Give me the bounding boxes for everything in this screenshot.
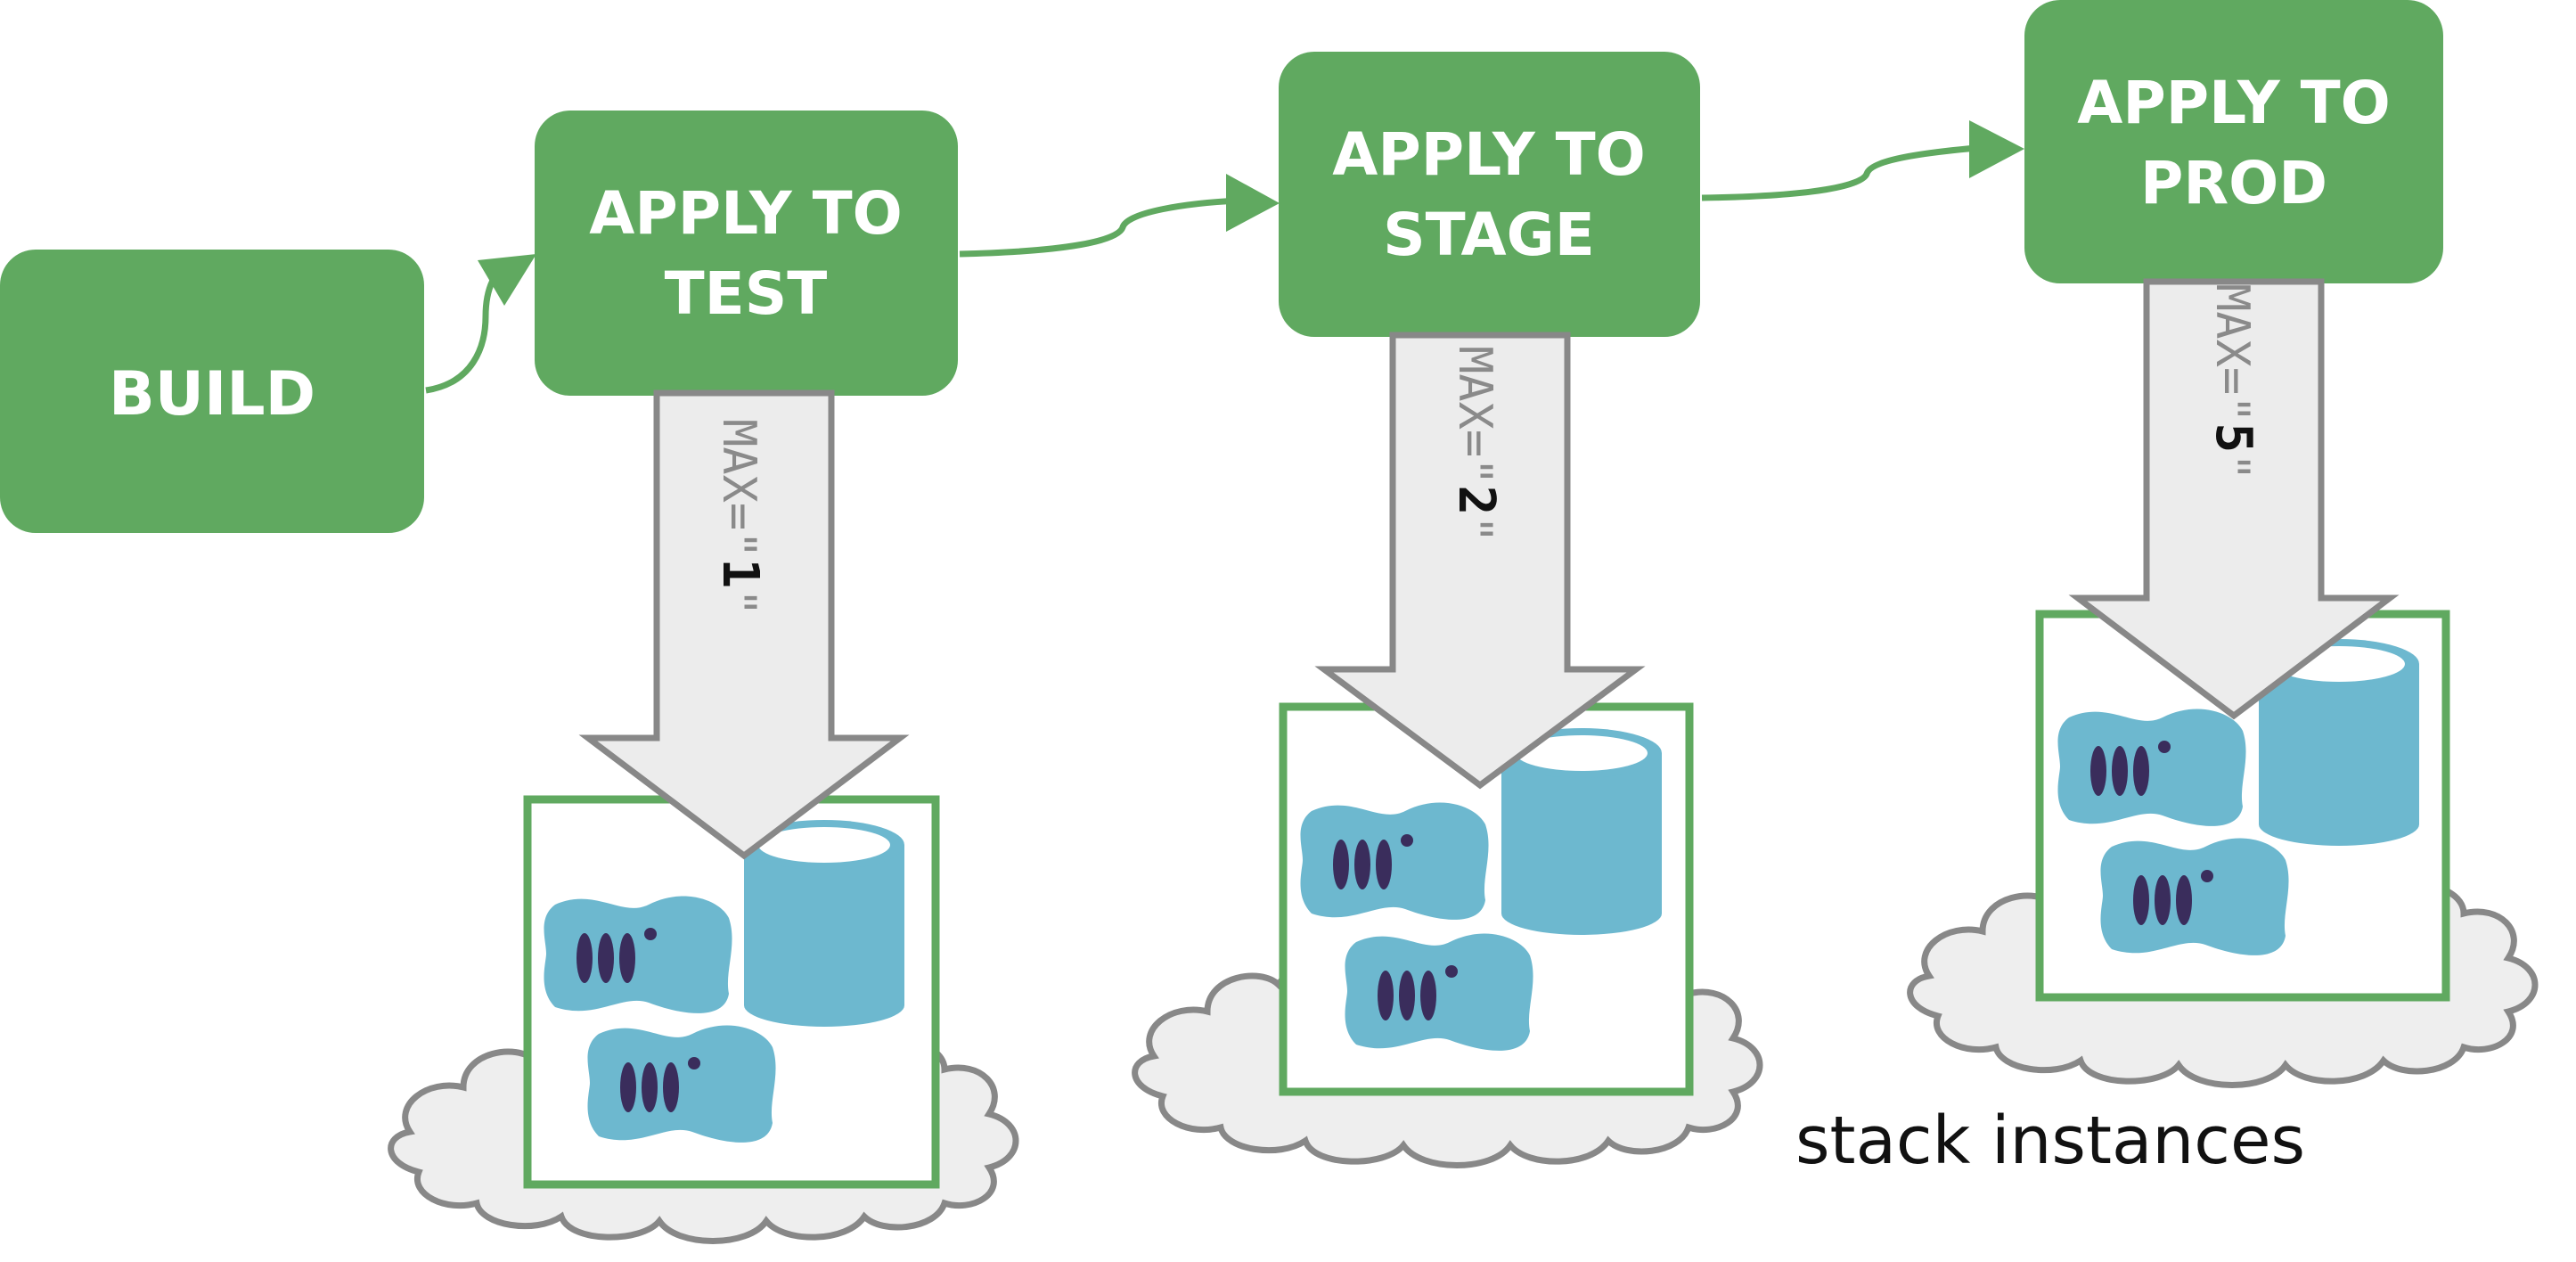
environment-prod: MAX="5" bbox=[1910, 278, 2535, 1086]
limit-value: 1 bbox=[711, 559, 769, 589]
environment-test: MAX="1" bbox=[391, 389, 1016, 1242]
limit-arrow-test bbox=[578, 389, 910, 860]
stage-box-stage: APPLY TO STAGE bbox=[1279, 52, 1700, 337]
limit-prefix: MAX=" bbox=[2205, 283, 2259, 423]
stage-box-test: APPLY TO TEST bbox=[535, 111, 958, 396]
server-icon bbox=[1345, 933, 1533, 1051]
limit-label-test: MAX="1" bbox=[711, 419, 769, 617]
stage-label-stage-line1: APPLY TO bbox=[1332, 120, 1646, 189]
stage-label-test-line1: APPLY TO bbox=[589, 179, 903, 248]
limit-suffix: " bbox=[2205, 453, 2259, 480]
stage-box-build: BUILD bbox=[0, 250, 424, 533]
server-icon bbox=[2057, 709, 2246, 826]
stage-label-stage-line2: STAGE bbox=[1383, 201, 1595, 269]
flow-arrow-build-to-test bbox=[425, 254, 536, 394]
limit-value: 5 bbox=[2204, 423, 2262, 454]
limit-prefix: MAX=" bbox=[1448, 346, 1501, 486]
environment-stage: MAX="2" bbox=[1135, 332, 1760, 1166]
flow-arrow-stage-to-prod bbox=[1701, 120, 2024, 201]
server-icon bbox=[1300, 802, 1489, 920]
stage-label-test-line2: TEST bbox=[665, 259, 828, 328]
caption-stack-instances: stack instances bbox=[1795, 1102, 2305, 1179]
limit-prefix: MAX=" bbox=[712, 419, 765, 559]
stage-box-prod: APPLY TO PROD bbox=[2024, 0, 2443, 283]
flow-arrow-test-to-stage bbox=[959, 174, 1280, 258]
limit-arrow-prod bbox=[2068, 278, 2400, 720]
limit-arrow-stage bbox=[1314, 332, 1646, 790]
server-icon bbox=[544, 896, 732, 1013]
server-icon bbox=[587, 1025, 776, 1143]
limit-label-stage: MAX="2" bbox=[1447, 346, 1505, 544]
database-icon bbox=[744, 820, 904, 1027]
limit-value: 2 bbox=[1447, 486, 1505, 516]
limit-suffix: " bbox=[712, 588, 765, 616]
stage-label-build: BUILD bbox=[109, 359, 315, 430]
limit-label-prod: MAX="5" bbox=[2204, 283, 2262, 481]
server-icon bbox=[2100, 838, 2289, 955]
database-icon bbox=[1501, 728, 1662, 935]
limit-suffix: " bbox=[1448, 515, 1501, 543]
stage-label-prod-line2: PROD bbox=[2140, 149, 2327, 217]
stage-label-prod-line1: APPLY TO bbox=[2077, 69, 2391, 137]
